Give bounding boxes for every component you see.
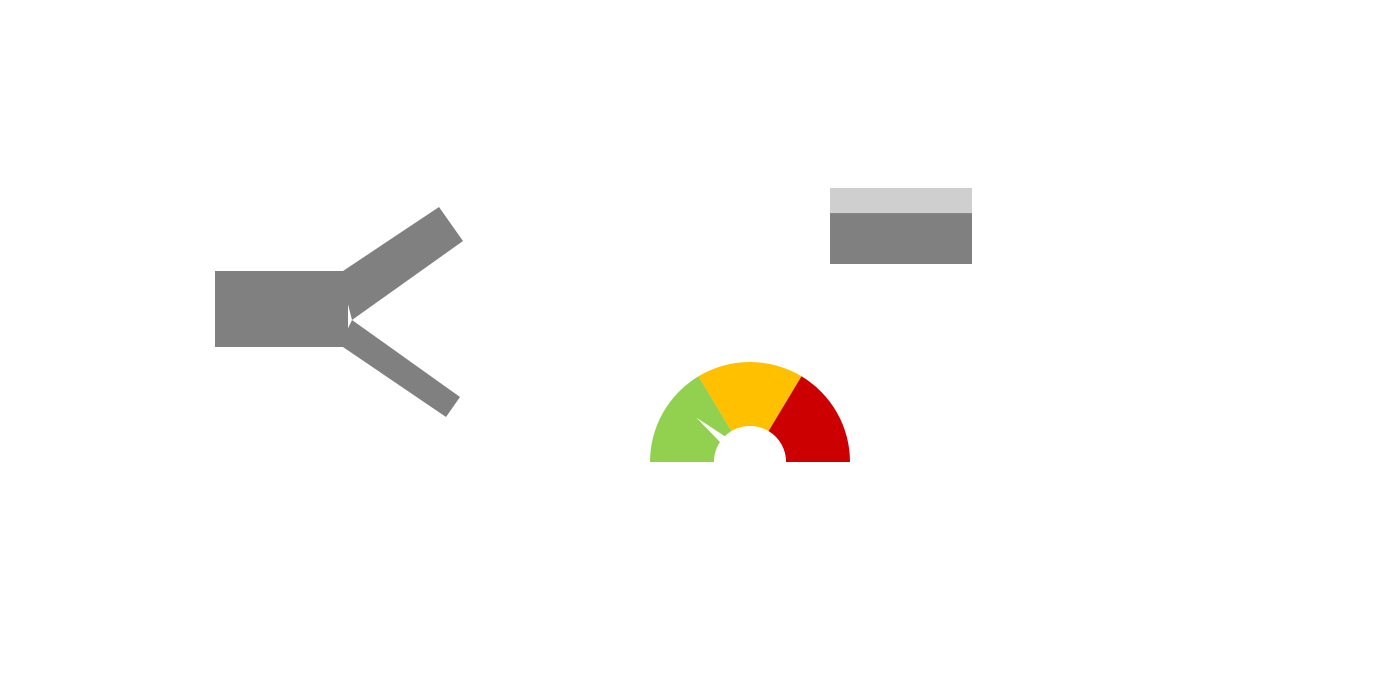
connector-upper-branch: [340, 207, 463, 320]
bar-top-segment: [830, 188, 972, 214]
gauge-segment-low: [650, 376, 732, 462]
connector-lower-branch: [340, 320, 460, 417]
y-split-connector-icon: [215, 207, 463, 417]
gauge-segment-medium: [698, 362, 802, 432]
connector-stem: [215, 271, 348, 347]
speedometer-gauge-icon: [648, 362, 852, 502]
gauge-segment-high: [768, 376, 850, 462]
gauge-base-mask: [648, 462, 852, 502]
stacked-bar-icon: [830, 188, 972, 264]
